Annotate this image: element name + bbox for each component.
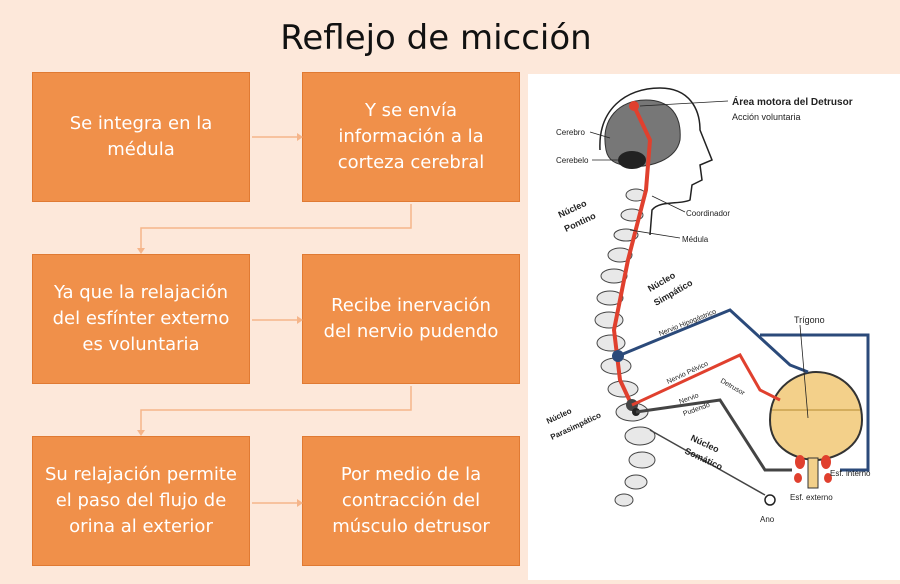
pudendal-nerve (635, 398, 792, 472)
label-nucleo-parasimpatico-1: Núcleo (545, 406, 573, 425)
flow-box-1: Se integra en la médula (32, 72, 250, 202)
label-detrusor: Detrusor (719, 378, 746, 398)
label-coordinador: Coordinador (686, 209, 730, 218)
flow-box-2: Y se envía información a la corteza cere… (302, 72, 520, 202)
anatomy-illustration: Área motora del Detrusor Acción voluntar… (545, 87, 871, 524)
label-area-motora: Área motora del Detrusor (732, 95, 853, 108)
spine-vertebrae (594, 188, 656, 507)
label-ano: Ano (760, 515, 775, 524)
anal-nerve (649, 429, 766, 496)
flow-box-3: Ya que la relajación del esfínter extern… (32, 254, 250, 384)
motor-area-dot (629, 101, 639, 111)
label-esf-externo: Esf. externo (790, 493, 833, 502)
pelvic-nerve (631, 353, 781, 407)
micturition-reflex-figure: Área motora del Detrusor Acción voluntar… (528, 74, 900, 580)
motor-pathway (611, 105, 653, 411)
anus (764, 494, 776, 506)
label-cerebelo: Cerebelo (556, 156, 589, 165)
sphincters (794, 455, 832, 483)
label-medula: Médula (682, 235, 709, 244)
label-esf-interno: Esf. interno (830, 469, 871, 478)
arrow-4-5 (140, 386, 412, 430)
flow-box-6: Por medio de la contracción del músculo … (302, 436, 520, 566)
hypogastric-nerve (617, 308, 809, 374)
label-cerebro: Cerebro (556, 128, 585, 137)
flow-box-4: Recibe inervación del nervio pudendo (302, 254, 520, 384)
urethra (807, 457, 819, 489)
hypogastric-nerve-2 (760, 333, 870, 472)
cerebellum (618, 151, 646, 169)
arrow-2-3 (140, 204, 412, 248)
flow-box-5: Su relajación permite el paso del flujo … (32, 436, 250, 566)
label-nervio-hipogastrico: Nervio Hipogástrico (658, 308, 717, 337)
label-accion-voluntaria: Acción voluntaria (732, 112, 801, 122)
label-trigono: Trígono (794, 315, 825, 325)
flow-connectors (137, 133, 412, 507)
bladder (768, 370, 864, 462)
page-title: Reflejo de micción (280, 18, 592, 58)
head-outline (599, 87, 713, 236)
